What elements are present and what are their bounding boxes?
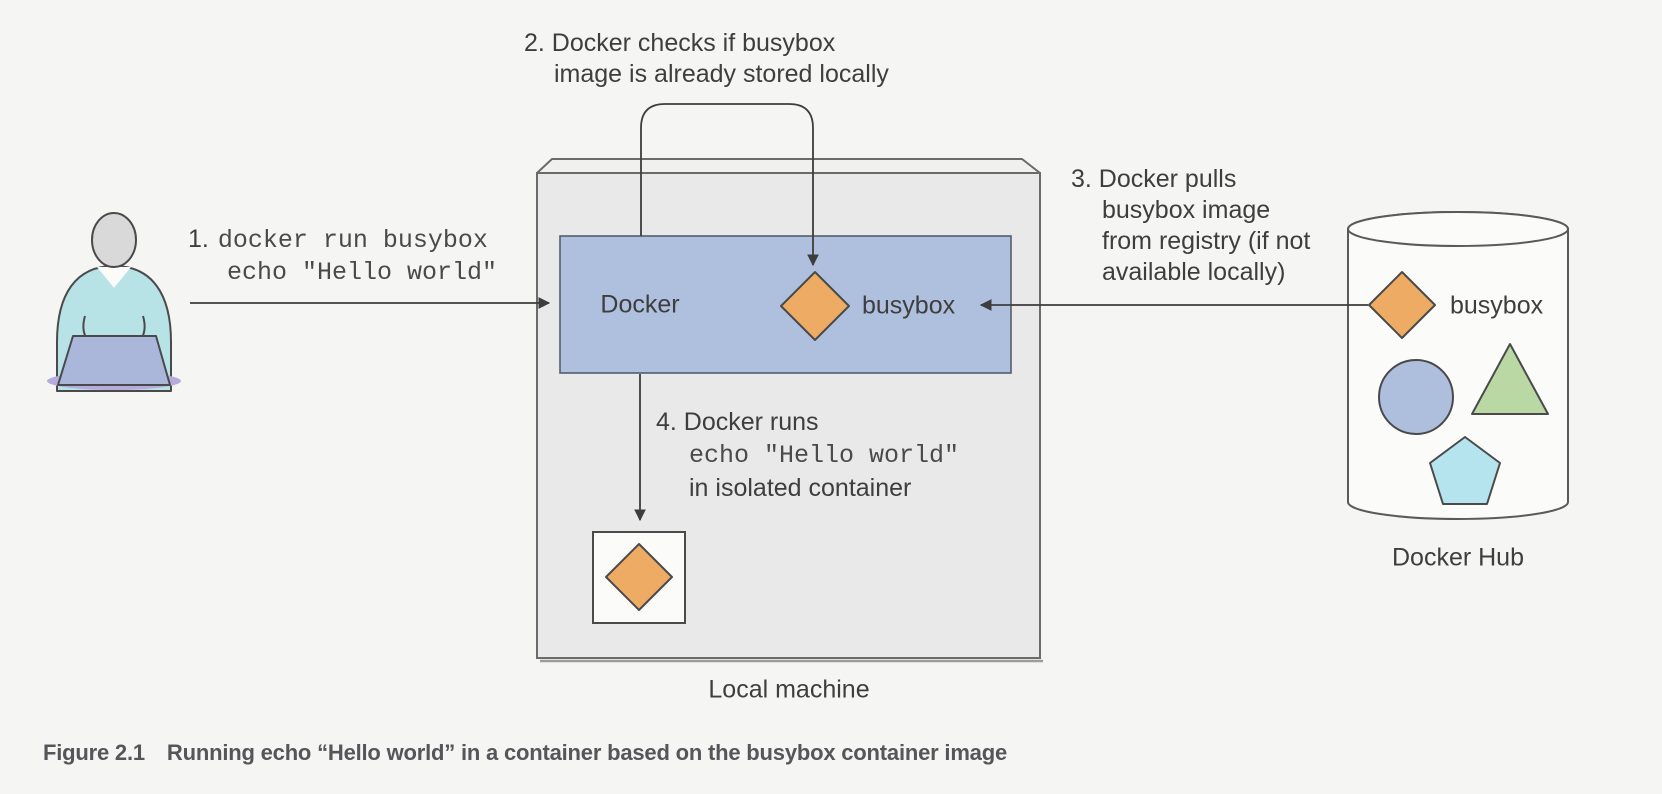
step1-command-line1: docker run busybox [217, 226, 488, 255]
figure-caption-label: Figure 2.1 [43, 740, 145, 765]
step3-line4: available locally) [1102, 258, 1286, 286]
busybox-image-label: busybox [862, 291, 956, 320]
user-icon [47, 212, 181, 392]
step3-annotation: 3. Docker pulls busybox image from regis… [1071, 164, 1310, 288]
step4-annotation: 4. Docker runs echo "Hello world" in iso… [656, 406, 959, 504]
check-local-image-loop-arrow [640, 103, 819, 267]
user-head [91, 212, 137, 268]
local-machine-box-top-face [536, 158, 1041, 174]
registry-cylinder-top [1347, 211, 1569, 247]
step3-line2: busybox image [1102, 196, 1271, 224]
docker-engine-label: Docker [600, 290, 680, 319]
figure-caption-text: Running echo “Hello world” in a containe… [166, 740, 1007, 765]
step4-line3: in isolated container [689, 474, 912, 502]
step4-line1: 4. Docker runs [656, 408, 819, 436]
hub-busybox-diamond-icon [1368, 271, 1436, 339]
step2-annotation: 2. Docker checks if busybox image is alr… [524, 28, 889, 90]
container-busybox-diamond-icon [605, 543, 673, 611]
step4-line2: echo "Hello world" [656, 438, 959, 472]
figure-caption: Figure 2.1 Running echo “Hello world” in … [43, 740, 1007, 766]
hub-triangle-image-icon [1471, 343, 1549, 415]
hub-busybox-image-label: busybox [1450, 291, 1544, 320]
step4-command: echo "Hello world" [689, 441, 960, 470]
step2-line1: 2. Docker checks if busybox [524, 29, 836, 57]
step1-command-line2: echo "Hello world" [227, 258, 498, 287]
local-machine-label: Local machine [708, 675, 870, 704]
hub-circle-image-icon [1378, 359, 1454, 435]
laptop-icon [57, 335, 171, 386]
docker-hub-label: Docker Hub [1392, 543, 1524, 572]
user-shirt-vneck [97, 267, 131, 288]
step1-number: 1. [188, 225, 209, 253]
hub-pentagon-image-icon [1429, 436, 1501, 505]
step3-line3: from registry (if not [1102, 227, 1311, 255]
step2-line2: image is already stored locally [554, 60, 889, 88]
step1-line1: 1. docker run busybox [188, 224, 497, 256]
busybox-image-diamond-icon [780, 271, 850, 341]
step1-annotation: 1. docker run busybox echo "Hello world" [188, 224, 497, 288]
step3-line1: 3. Docker pulls [1071, 165, 1237, 193]
step1-line2: echo "Hello world" [188, 256, 497, 288]
